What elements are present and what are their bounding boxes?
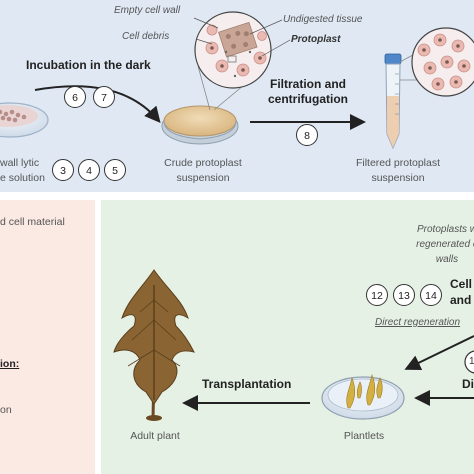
left-section-label: ion: (0, 358, 20, 370)
filtered-label-line2: suspension (371, 172, 425, 184)
direct-regeneration-label: Direct regeneration (375, 317, 461, 328)
crude-dish-icon (161, 105, 239, 145)
lytic-label: wall lytic e solution (0, 156, 45, 186)
protoplasts-label: Protoplasts w regenerated c walls (402, 222, 474, 267)
filtered-label-line1: Filtered protoplast (355, 157, 441, 169)
left-material-label: d cell material (0, 216, 65, 228)
adult-plant-label: Adult plant (130, 430, 180, 442)
step-5: 5 (104, 159, 126, 181)
lytic-dish-icon (0, 102, 49, 138)
crude-label-line2: suspension (176, 172, 230, 184)
cell-label-line2: and (450, 293, 472, 307)
callout-protoplast: Protoplast (291, 34, 341, 45)
falcon-tube-icon (384, 53, 402, 150)
left-panel (0, 200, 95, 474)
step-14: 14 (420, 284, 442, 306)
step-7: 7 (93, 86, 115, 108)
step-12: 12 (366, 284, 388, 306)
left-item-label: on (0, 404, 12, 416)
direct-regeneration-arrow (404, 335, 474, 370)
callout-empty-cell-wall: Empty cell wall (114, 5, 181, 16)
crude-label: Crude protoplast suspension (158, 156, 248, 186)
filtration-label-line2: centrifugation (268, 92, 348, 106)
filtered-label: Filtered protoplast suspension (350, 156, 446, 186)
filtration-label: Filtration and centrifugation (268, 77, 348, 107)
di-partial-label: Di (462, 377, 474, 391)
protoplasts-label-line1: Protoplasts w (416, 224, 474, 235)
cell-label: Cell and (450, 276, 472, 308)
protoplasts-label-line2: regenerated c (416, 239, 474, 250)
step-3: 3 (52, 159, 74, 181)
incubation-label: Incubation in the dark (26, 58, 151, 72)
callout-cell-debris: Cell debris (122, 31, 170, 42)
filtration-label-line1: Filtration and (270, 77, 346, 91)
protoplasts-label-line3: walls (435, 254, 459, 265)
adult-plant-icon (113, 269, 195, 421)
plantlets-dish-icon (321, 373, 405, 420)
lytic-label-line2: e solution (0, 172, 45, 184)
step-partial: 1 (469, 356, 474, 367)
lytic-label-line1: wall lytic (0, 157, 40, 169)
transplantation-label: Transplantation (202, 377, 292, 391)
magnified-view-crude (194, 11, 272, 89)
step-6: 6 (64, 86, 86, 108)
magnified-view-filtered (411, 27, 474, 97)
step-4: 4 (78, 159, 100, 181)
crude-label-line1: Crude protoplast (164, 157, 242, 169)
cell-label-line1: Cell (450, 277, 473, 291)
step-8: 8 (296, 124, 318, 146)
step-13: 13 (393, 284, 415, 306)
callout-undigested-tissue: Undigested tissue (283, 14, 363, 25)
plantlets-label: Plantlets (343, 430, 385, 442)
